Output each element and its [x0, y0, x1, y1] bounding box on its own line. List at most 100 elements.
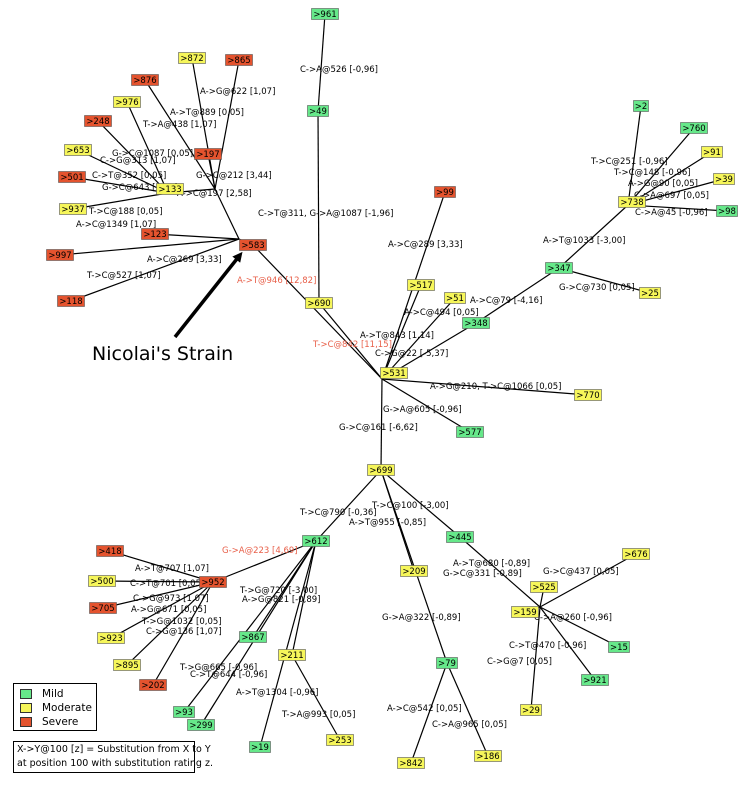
branch-j2-n997: [59, 238, 240, 256]
substitution-label-e41: T->G@1032 [0,05]: [141, 617, 222, 627]
node-label: >921: [583, 676, 606, 686]
node-19: >19: [249, 741, 271, 753]
branch-j4-n501: [71, 176, 169, 194]
branch-n445-j6: [459, 536, 541, 608]
node-583: >583: [239, 239, 267, 251]
node-label: >872: [180, 54, 203, 64]
branch-n952-n500: [101, 580, 214, 583]
node-box: [178, 52, 206, 64]
legend-swatch-severe: [20, 717, 32, 727]
node-49: >49: [307, 105, 329, 117]
node-box: [713, 173, 735, 185]
branch-n612-n93: [183, 540, 317, 713]
node-39: >39: [713, 173, 735, 185]
node-box: [397, 757, 425, 769]
node-577: >577: [456, 426, 484, 438]
legend-swatch-mild: [20, 689, 32, 699]
substitution-label-e17: T->C@251 [-0,96]: [590, 157, 668, 167]
node-label: >93: [175, 708, 193, 718]
notation-line-2: at position 100 with substitution rating…: [17, 758, 213, 769]
node-label: >2: [635, 102, 648, 112]
callout-arrow: [173, 251, 243, 339]
node-label: >49: [309, 107, 327, 117]
node-box: [581, 674, 609, 686]
substitution-label-e6: T->A@438 [1,07]: [142, 120, 216, 130]
node-label: >79: [438, 659, 456, 669]
node-label: >15: [610, 643, 628, 653]
branch-j1-n517: [381, 284, 422, 380]
node-label: >842: [399, 759, 422, 769]
node-box: [716, 205, 738, 217]
node-box: [187, 719, 215, 731]
node-label: >760: [682, 124, 705, 134]
node-98: >98: [716, 205, 738, 217]
node-box: [113, 659, 141, 671]
substitution-label-e40: A->G@671 [0,05]: [131, 605, 206, 615]
node-876: >876: [131, 74, 159, 86]
node-box: [545, 262, 573, 274]
node-865: >865: [225, 54, 253, 66]
substitution-label-e25: A->C@289 [3,33]: [388, 240, 463, 250]
branch-n49-n690: [317, 110, 320, 304]
node-133: >133: [156, 183, 184, 195]
node-895: >895: [113, 659, 141, 671]
substitution-label-e34: T->C@100 [-3,00]: [371, 501, 449, 511]
node-501: >501: [58, 171, 86, 183]
node-676: >676: [622, 548, 650, 560]
node-box: [367, 464, 395, 476]
node-box: [84, 115, 112, 127]
substitution-label-e50: G->C@331 [-0,89]: [443, 569, 522, 579]
node-211: >211: [278, 649, 306, 661]
branch-n348-n347: [475, 267, 560, 324]
branch-j2-j3: [214, 188, 240, 240]
legend: Mild Moderate Severe: [13, 683, 97, 731]
node-79: >79: [436, 657, 458, 669]
node-348: >348: [462, 317, 490, 329]
substitution-label-e56: A->C@542 [0,05]: [387, 704, 462, 714]
node-label: >961: [313, 10, 336, 20]
node-961: >961: [311, 8, 339, 20]
branch-n211-n253: [291, 654, 341, 741]
node-box: [225, 54, 253, 66]
branch-n699-n445: [380, 469, 461, 538]
node-box: [131, 74, 159, 86]
substitution-label-e3: A->T@946 [12,82]: [237, 276, 316, 286]
node-label: >952: [201, 578, 224, 588]
node-label: >612: [304, 537, 327, 547]
node-box: [156, 183, 184, 195]
notation-note: X->Y@100 [z] = Substitution from X to Y …: [13, 741, 213, 773]
substitution-label-e26: A->C@494 [0,05]: [404, 308, 479, 318]
node-box: [141, 228, 169, 240]
branch-n690-j1: [318, 302, 383, 380]
node-653: >653: [64, 144, 92, 156]
node-box: [446, 531, 474, 543]
node-612: >612: [302, 535, 330, 547]
node-label: >976: [115, 98, 138, 108]
node-209: >209: [400, 565, 428, 577]
node-997: >997: [46, 249, 74, 261]
substitution-label-e14: A->C@1349 [1,07]: [76, 220, 156, 230]
substitution-label-e4: A->G@622 [1,07]: [200, 87, 275, 97]
node-15: >15: [608, 641, 630, 653]
substitution-label-e31: G->A@605 [-0,96]: [383, 405, 462, 415]
node-label: >997: [48, 251, 71, 261]
node-93: >93: [173, 706, 195, 718]
node-label: >517: [409, 281, 432, 291]
substitution-label-e57: C->A@965 [0,05]: [432, 720, 507, 730]
node-box: [89, 602, 117, 614]
branch-n583-j1: [252, 244, 383, 380]
branch-j1-n699: [380, 378, 383, 471]
node-label: >98: [718, 207, 736, 217]
node-label: >577: [458, 428, 481, 438]
branch-n699-n612: [315, 469, 382, 542]
node-label: >653: [66, 146, 89, 156]
node-label: >39: [715, 175, 733, 185]
node-box: [407, 279, 435, 291]
substitution-label-e43: T->G@720 [-3,00]: [239, 586, 317, 596]
node-517: >517: [407, 279, 435, 291]
legend-label-severe: Severe: [42, 716, 79, 728]
node-705: >705: [89, 602, 117, 614]
node-label: >937: [61, 205, 84, 215]
legend-item-mild: Mild: [20, 687, 96, 701]
branch-j4-n653: [77, 149, 169, 194]
